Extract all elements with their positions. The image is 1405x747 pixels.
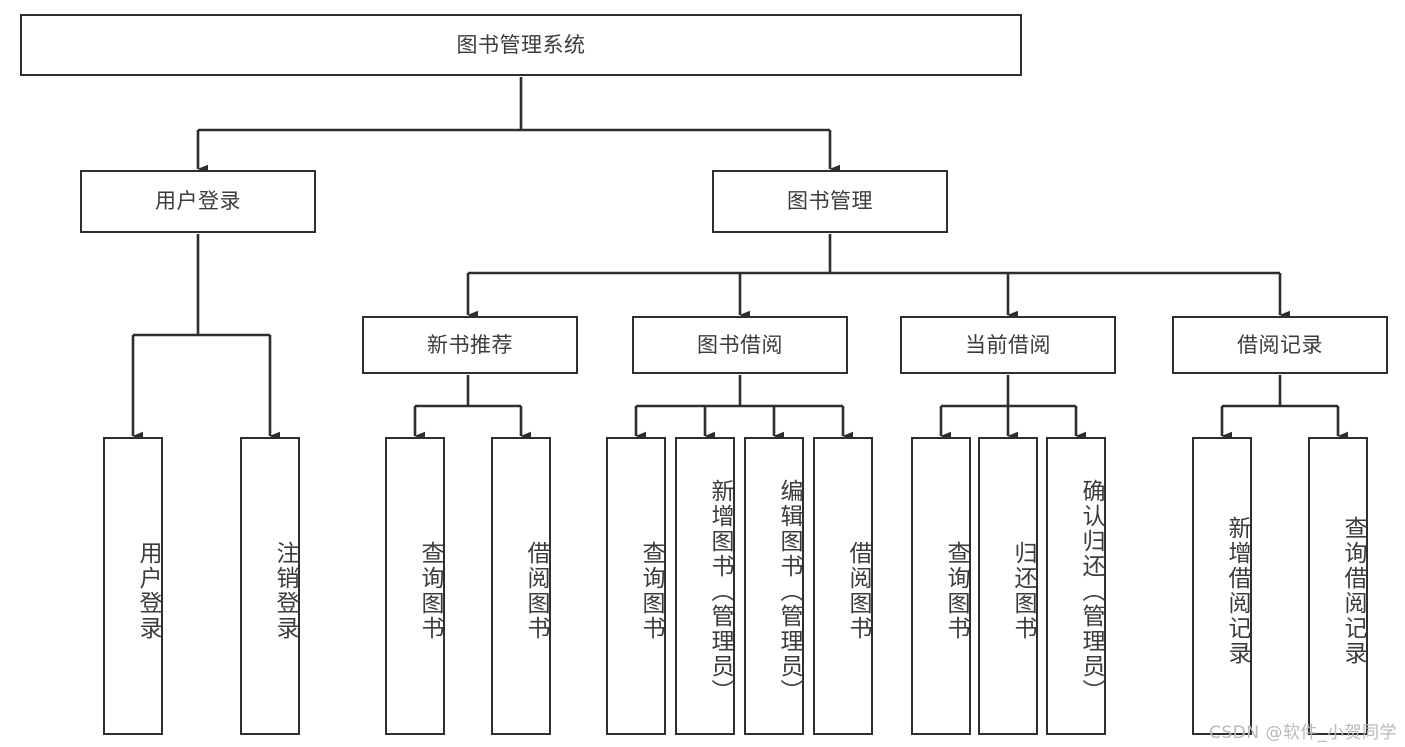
node-book-management[interactable]: 图书管理 [712,170,948,233]
node-leaf-confirm-return-admin[interactable]: 确认归还（管理员） [1046,437,1106,735]
node-label: 借阅记录 [1237,332,1323,357]
node-label: 新书推荐 [427,332,513,357]
node-label: 借阅图书 [845,541,871,641]
node-label: 用户登录 [155,189,241,214]
node-borrow-record[interactable]: 借阅记录 [1172,316,1388,374]
node-label: 编辑图书（管理员） [776,478,802,704]
node-leaf-borrow-book[interactable]: 借阅图书 [813,437,873,735]
node-root-book-management-system[interactable]: 图书管理系统 [20,14,1022,76]
node-label: 注销登录 [272,541,298,641]
node-leaf-query-book-current[interactable]: 查询图书 [911,437,971,735]
node-leaf-query-borrow-record[interactable]: 查询借阅记录 [1308,437,1368,735]
node-book-borrow[interactable]: 图书借阅 [632,316,848,374]
node-label: 查询借阅记录 [1340,516,1366,666]
node-new-book-recommend[interactable]: 新书推荐 [362,316,578,374]
node-leaf-add-book-admin[interactable]: 新增图书（管理员） [675,437,735,735]
node-label: 确认归还（管理员） [1078,478,1104,704]
node-label: 查询图书 [417,541,443,641]
node-label: 查询图书 [943,541,969,641]
node-label: 用户登录 [135,541,161,641]
node-label: 归还图书 [1010,541,1036,641]
watermark: CSDN @软件_小贺同学 [1209,723,1397,743]
node-leaf-add-borrow-record[interactable]: 新增借阅记录 [1192,437,1252,735]
node-label: 新增图书（管理员） [707,478,733,704]
node-label: 图书管理系统 [456,32,586,57]
node-leaf-logout[interactable]: 注销登录 [240,437,300,735]
node-label: 查询图书 [638,541,664,641]
node-current-borrow[interactable]: 当前借阅 [900,316,1116,374]
node-leaf-edit-book-admin[interactable]: 编辑图书（管理员） [744,437,804,735]
node-label: 图书借阅 [697,332,783,357]
node-user-login[interactable]: 用户登录 [80,170,316,233]
node-leaf-borrow-book-recommend[interactable]: 借阅图书 [491,437,551,735]
node-leaf-query-book-borrow[interactable]: 查询图书 [606,437,666,735]
node-leaf-query-book-recommend[interactable]: 查询图书 [385,437,445,735]
node-label: 新增借阅记录 [1224,516,1250,666]
node-leaf-return-book[interactable]: 归还图书 [978,437,1038,735]
node-label: 当前借阅 [965,332,1051,357]
node-label: 图书管理 [787,189,873,214]
node-label: 借阅图书 [523,541,549,641]
node-leaf-user-login[interactable]: 用户登录 [103,437,163,735]
